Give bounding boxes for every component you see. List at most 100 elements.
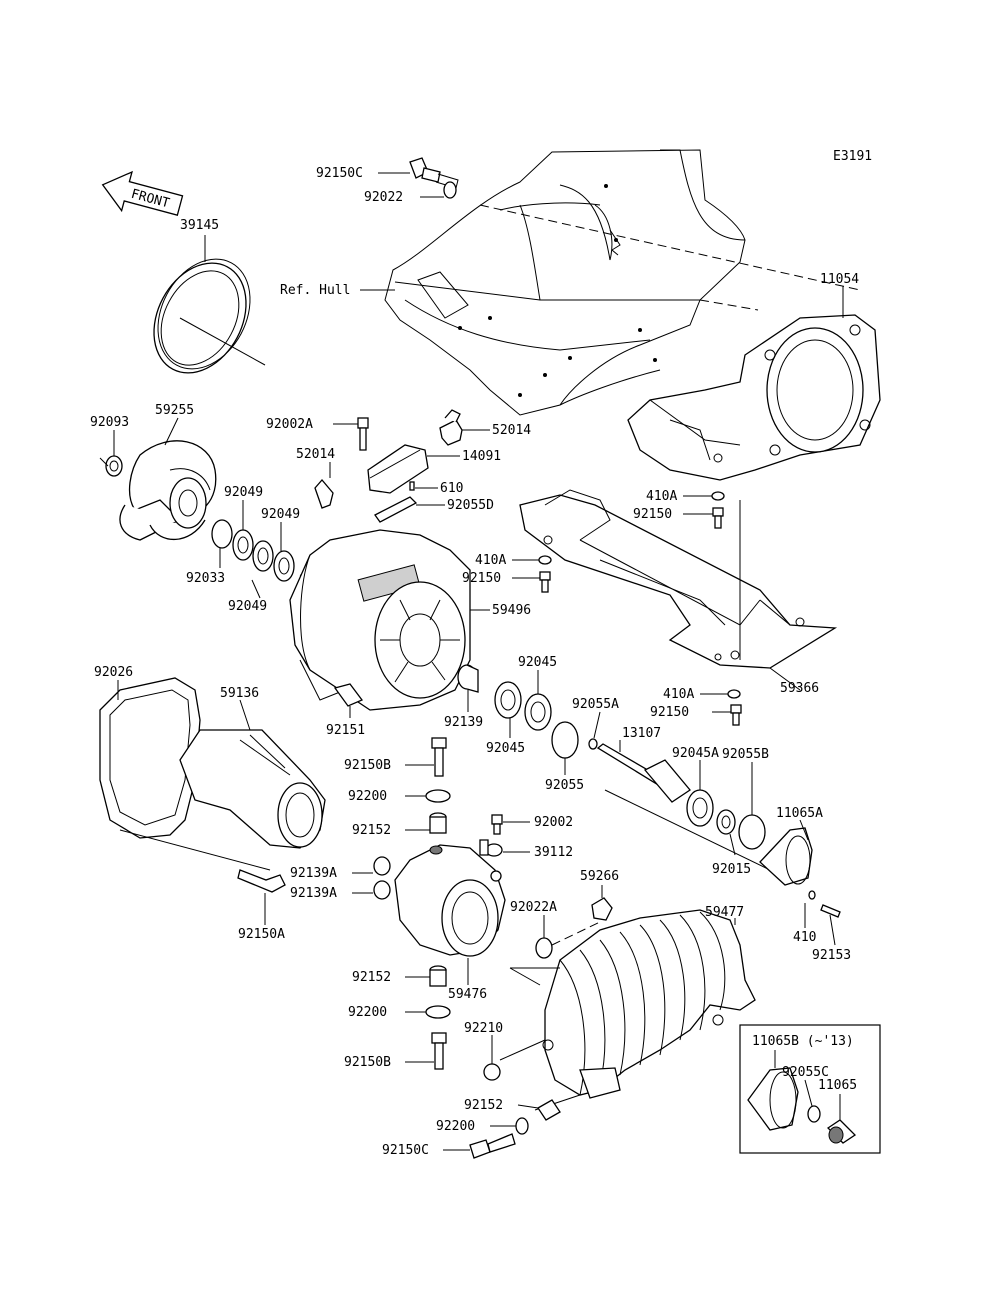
fitting-59266 (591, 897, 613, 921)
label-92026: 92026 (94, 665, 133, 680)
label-11065: 11065 (818, 1078, 857, 1093)
nozzle-axis-line (119, 829, 271, 871)
leader-59255 (164, 417, 179, 446)
label-92152-2: 92152 (352, 970, 391, 985)
label-92210: 92210 (464, 1021, 503, 1036)
reverse-ref-line-3 (499, 1039, 546, 1061)
leader-92055A (593, 711, 601, 739)
ring-axis-line (179, 317, 266, 366)
fitting-52014-right (439, 409, 463, 446)
label-92033: 92033 (186, 571, 225, 586)
label-92049-a: 92049 (224, 485, 263, 500)
label-92055D: 92055D (447, 498, 494, 513)
bolt-92151 (333, 683, 364, 707)
label-59476: 59476 (448, 987, 487, 1002)
leader-92015 (729, 833, 736, 856)
reverse-dash-1 (551, 921, 601, 946)
bolt-92002A (357, 417, 369, 451)
label-92150B-2: 92150B (344, 1055, 391, 1070)
bolt-92002 (491, 814, 503, 835)
hull-outline (384, 149, 746, 416)
label-410A-2: 410A (475, 553, 506, 568)
label-410A-3: 410A (663, 687, 694, 702)
seals-92049 (232, 529, 295, 582)
bolt-92150B-2 (431, 1032, 447, 1070)
label-92022A: 92022A (510, 900, 557, 915)
label-92055A: 92055A (572, 697, 619, 712)
leader-11065A (799, 819, 809, 841)
bolt-92150-3 (730, 704, 742, 726)
label-410A-1: 410A (646, 489, 677, 504)
bolt-92150C-top (409, 157, 459, 189)
nut-92093 (105, 455, 123, 477)
ring-39145 (153, 258, 251, 374)
leader-92153 (829, 914, 836, 946)
label-59366: 59366 (780, 681, 819, 696)
label-52014-left: 52014 (296, 447, 335, 462)
label-92150C-bottom: 92150C (382, 1143, 429, 1158)
leader-92093-b (99, 457, 109, 467)
label-92049-c: 92049 (228, 599, 267, 614)
shim-92033 (211, 519, 233, 549)
label-59477: 59477 (705, 905, 744, 920)
label-14091: 14091 (462, 449, 501, 464)
label-92153: 92153 (812, 948, 851, 963)
label-11054: 11054 (820, 272, 859, 287)
collar-92152-2 (429, 965, 447, 987)
label-92022: 92022 (364, 190, 403, 205)
label-92150-2: 92150 (462, 571, 501, 586)
leader-59366 (769, 667, 801, 691)
collar-92152-1 (429, 812, 447, 834)
bolt-92153 (820, 904, 841, 918)
impeller-59255 (119, 440, 217, 541)
label-13107: 13107 (622, 726, 661, 741)
label-92200-2: 92200 (348, 1005, 387, 1020)
hull-ref-line (479, 204, 861, 291)
label-92150A: 92150A (238, 927, 285, 942)
pump-case-59496 (289, 529, 471, 711)
collar-92139A-2 (373, 880, 391, 900)
washer-92200-1 (425, 789, 451, 803)
gasket-92055D (374, 496, 418, 523)
nut-39112 (479, 839, 503, 857)
label-ref-hull: Ref. Hull (280, 283, 350, 298)
cover-14091 (367, 444, 429, 494)
washer-410A-2 (538, 555, 552, 565)
label-92152-1: 92152 (352, 823, 391, 838)
label-92139: 92139 (444, 715, 483, 730)
label-59136: 59136 (220, 686, 259, 701)
label-92200-3: 92200 (436, 1119, 475, 1134)
leader-92152-3 (517, 1104, 539, 1109)
collar-92210 (483, 1063, 501, 1081)
label-92200-1: 92200 (348, 789, 387, 804)
diagram-code: E3191 (833, 149, 872, 164)
leader-59136 (239, 699, 251, 731)
label-92002: 92002 (534, 815, 573, 830)
washer-410 (808, 890, 816, 900)
label-92150B-1: 92150B (344, 758, 391, 773)
washer-92200-3 (515, 1117, 529, 1135)
label-92045-top: 92045 (518, 655, 557, 670)
reverse-ref-line-2 (509, 967, 541, 986)
leader-92055C (804, 1079, 813, 1107)
label-92151: 92151 (326, 723, 365, 738)
pin-610 (409, 481, 415, 491)
cap-11065A (759, 827, 813, 886)
bearing-92045-b (524, 693, 552, 731)
label-39145: 39145 (180, 218, 219, 233)
label-92045A: 92045A (672, 746, 719, 761)
oring-92055A (588, 738, 598, 750)
ride-plate-59366 (519, 489, 838, 669)
washer-410A-3 (727, 689, 741, 699)
label-92093: 92093 (90, 415, 129, 430)
label-92045-bot: 92045 (486, 741, 525, 756)
label-610: 610 (440, 481, 463, 496)
label-92055B: 92055B (722, 747, 769, 762)
bolt-92150A (237, 869, 286, 893)
fitting-52014-left (314, 479, 334, 509)
collar-92139A-1 (373, 856, 391, 876)
gasket-92026 (99, 677, 201, 839)
washer-92200-2 (425, 1005, 451, 1019)
label-92055C: 92055C (782, 1065, 829, 1080)
